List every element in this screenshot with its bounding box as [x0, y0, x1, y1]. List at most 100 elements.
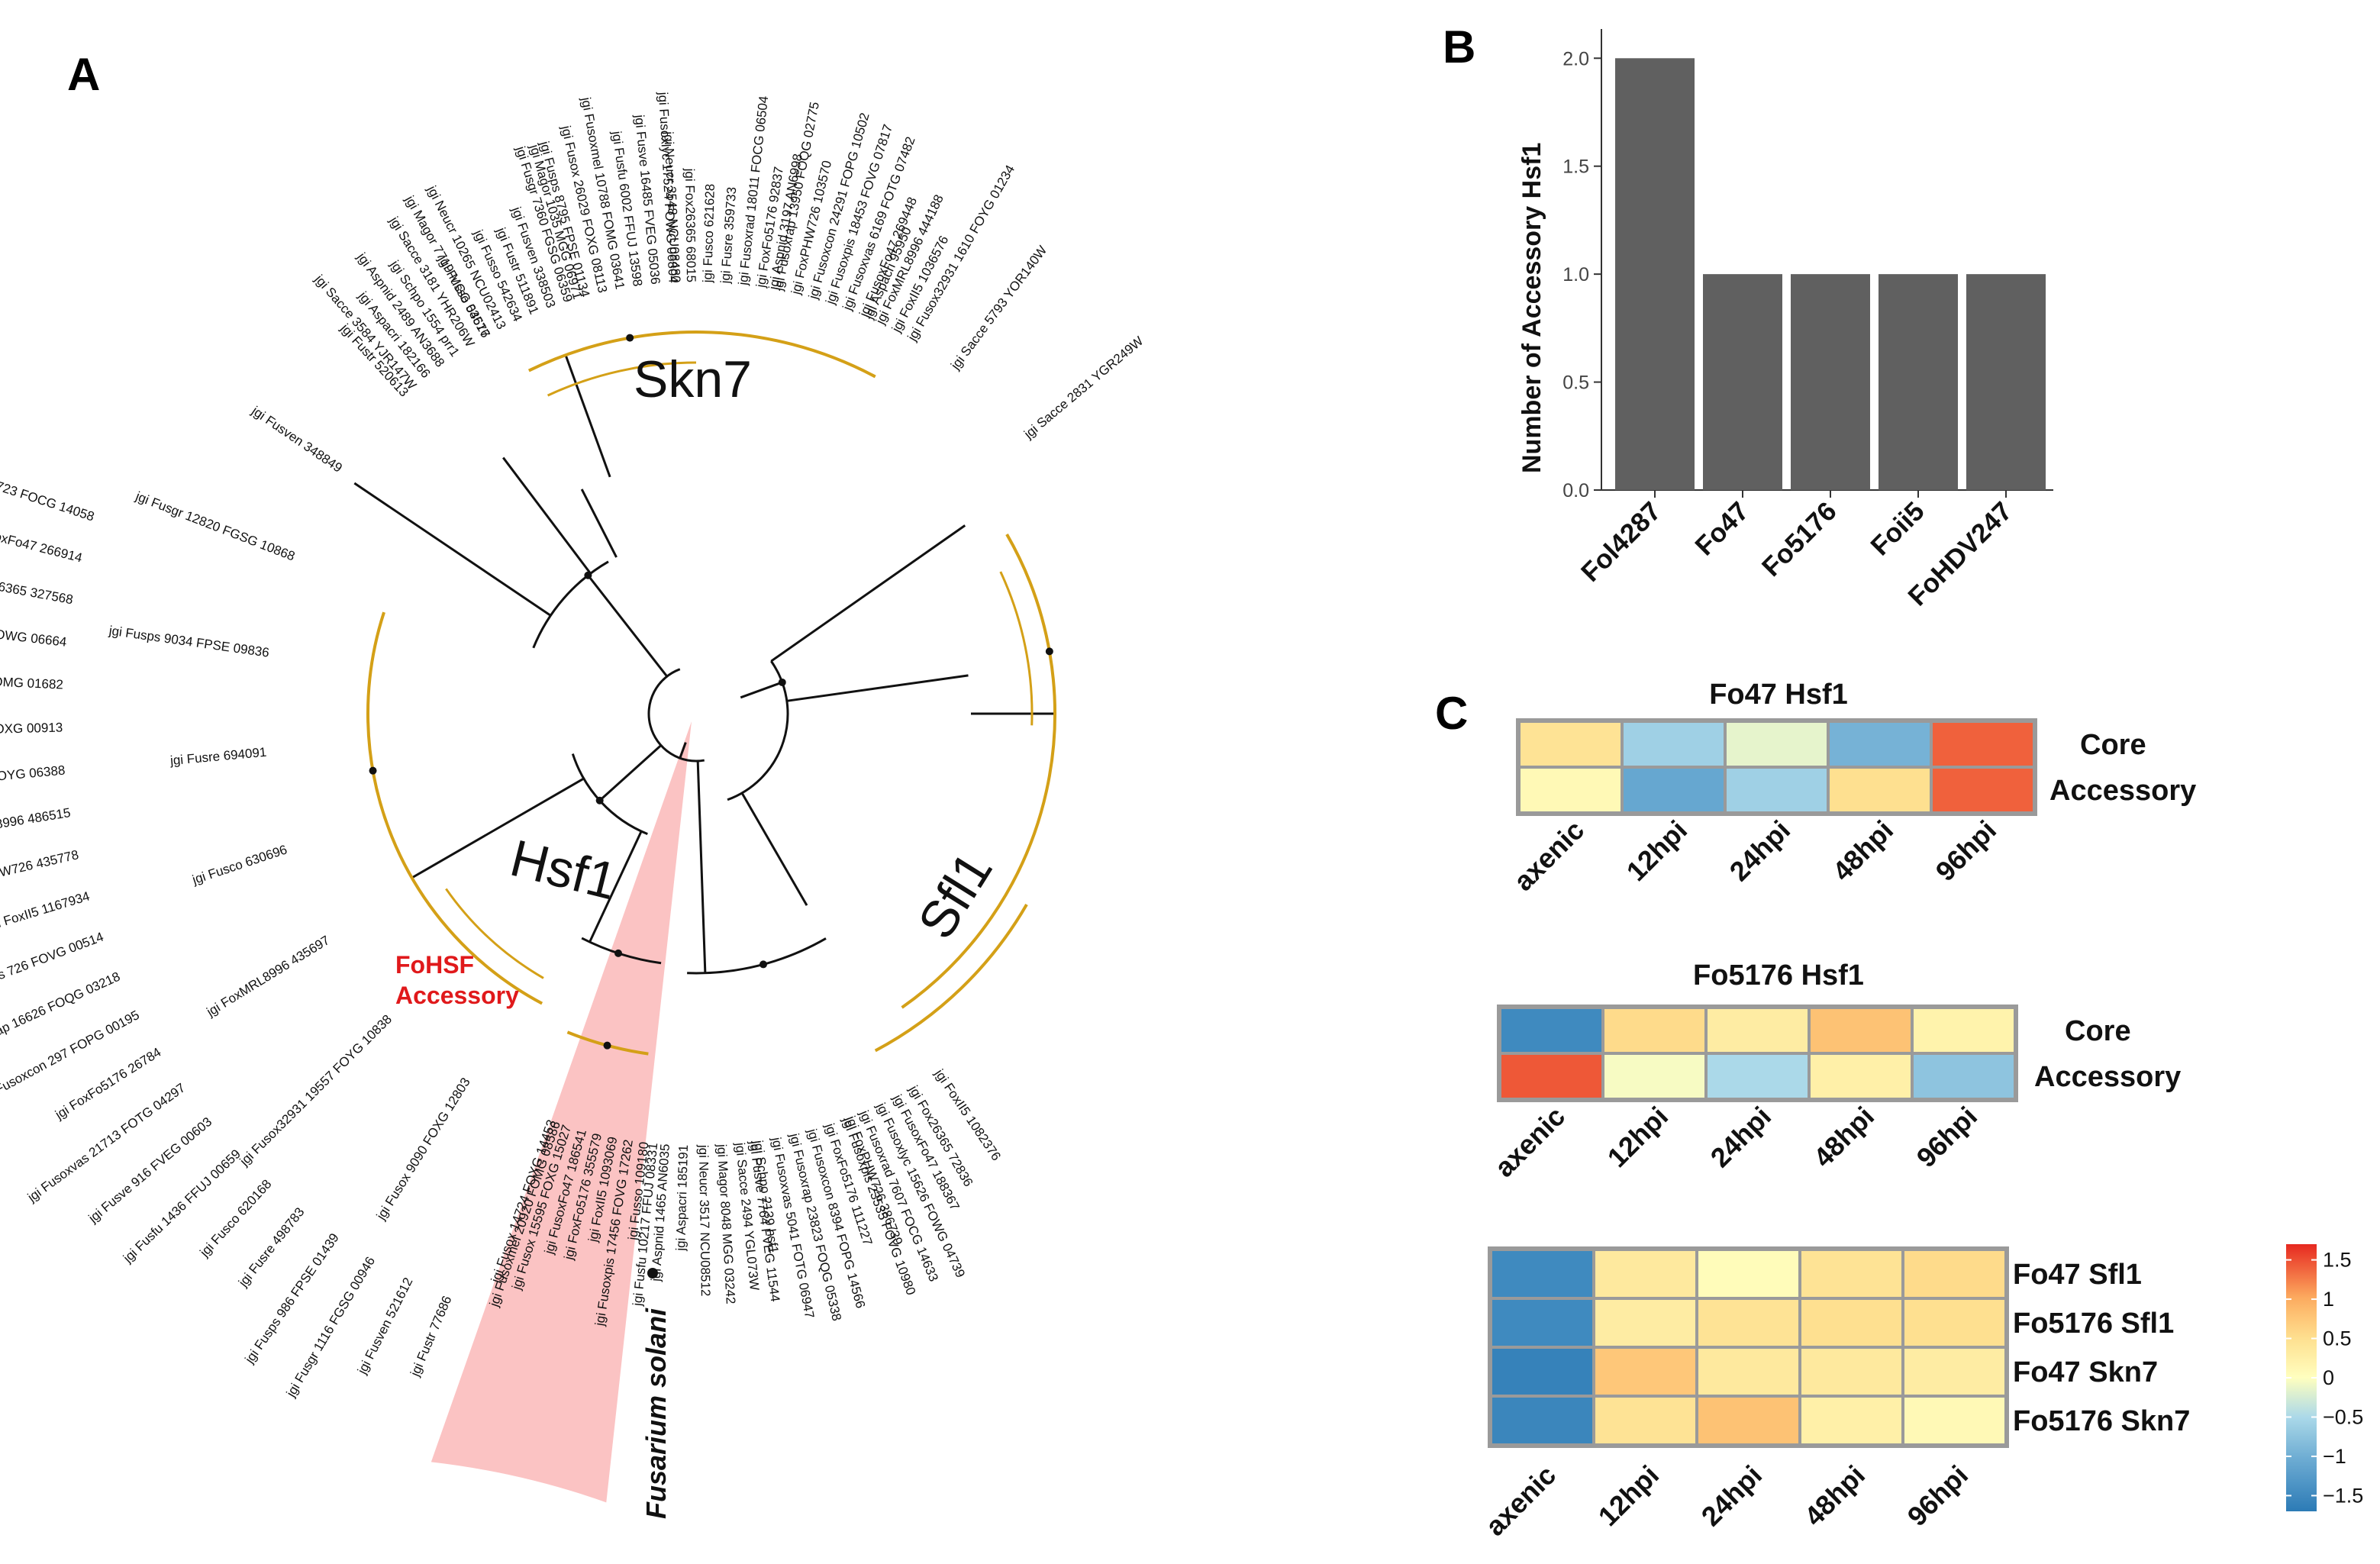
fusarium-solani-marker: [647, 1268, 658, 1279]
heatmap-column-label: 24hpi: [1695, 1459, 1768, 1532]
bar-Fo47: [1703, 274, 1782, 490]
heatmap-cell: [1708, 1009, 1808, 1052]
tree-leaf-label: jgi Sacce 2831 YGR249W: [1021, 334, 1146, 442]
heatmap-column-label: 24hpi: [1704, 1101, 1777, 1173]
hsf1-outgroup-branch: [696, 760, 707, 973]
heatmap-cell: [1727, 769, 1827, 811]
heatmap-cell: [1624, 769, 1724, 811]
heatmap-cell: [1904, 1398, 2004, 1443]
heatmap-column-label: 96hpi: [1930, 814, 2002, 887]
hsf1-gold-arc: [366, 611, 543, 1005]
hsf1-branch: [589, 830, 643, 943]
heatmap-cell: [1801, 1300, 1901, 1346]
tree-leaf-label: jgi Fusven 348849: [249, 403, 345, 476]
heatmap-cell: [1811, 1009, 1911, 1052]
skn7-gold-arc: [527, 331, 876, 379]
skn7-node-arc: [532, 560, 609, 649]
sfl1-branch: [740, 792, 808, 906]
tree-leaf-label: jgi FoxII5 1167934: [0, 888, 92, 933]
heatmap-column-label: axenic: [1488, 1101, 1571, 1183]
hsf1-gold-arc-inner: [445, 888, 544, 979]
colorbar-tick-label: −0.5: [2323, 1405, 2363, 1428]
heatmap-column-label: 48hpi: [1798, 1459, 1871, 1532]
hsf1-branch: [411, 777, 585, 879]
heatmap-cell: [1933, 769, 2033, 811]
bar-category-label: Foii5: [1865, 496, 1930, 561]
bar-Fol4287: [1615, 58, 1695, 491]
heatmap-cell: [1708, 1055, 1808, 1098]
tree-leaf-label: jgi FusoxFo47 266914: [0, 520, 84, 566]
tree-leaf-label: jgi Fusoxrad 6723 FOCG 14058: [0, 453, 96, 524]
tree-node-dot: [626, 334, 634, 342]
tree-leaf-label: jgi Fusox 1781 FOXG 00913: [0, 721, 63, 739]
tree-node-dot: [595, 796, 604, 805]
skn7-branch: [564, 354, 611, 478]
tree-leaf-label: jgi Fox26365 68015: [682, 168, 698, 283]
bar-marks: [1615, 58, 2046, 491]
sfl1-gold-arc: [901, 534, 1056, 1009]
heatmap-cell: [1595, 1251, 1695, 1297]
heatmap-title: Fo47 Hsf1: [1709, 679, 1848, 711]
heatmap-cell: [1501, 1009, 1601, 1052]
hsf1-stem: [598, 744, 662, 801]
tree-leaf-label: jgi FoxMRL8996 486515: [0, 805, 72, 842]
heatmap-cell: [1904, 1349, 2004, 1395]
sfl1-branch: [770, 524, 966, 663]
heatmap-cell: [1904, 1251, 2004, 1297]
heatmap-cell: [1811, 1055, 1911, 1098]
colorbar-tick-label: 1: [2323, 1288, 2334, 1311]
heatmap-cell: [1904, 1300, 2004, 1346]
heatmap-cell: [1801, 1398, 1901, 1443]
bar-y-tick-label: 1.0: [1562, 264, 1589, 285]
tree-node-dot: [759, 960, 767, 969]
tree-leaf-label: jgi Fusven 521612: [354, 1275, 415, 1377]
fusarium-solani-wedge: [431, 721, 692, 1503]
bar-y-tick-label: 2.0: [1562, 48, 1589, 69]
bar-y-tick-label: 0.5: [1562, 372, 1589, 394]
heatmap-cell: [1933, 723, 2033, 766]
tree-leaf-label: jgi Fusre 694091: [169, 745, 267, 768]
tree-leaf-label: jgi Aspacri 185191: [673, 1144, 691, 1251]
tree-leaf-label: jgi Fusco 630696: [190, 842, 289, 887]
bar-y-tick-label: 1.5: [1562, 156, 1589, 178]
heatmap-row-label: Accessory: [2034, 1061, 2181, 1093]
heatmap-cell: [1727, 723, 1827, 766]
tree-node-dot: [603, 1041, 611, 1050]
colorbar-tick-label: 0: [2323, 1366, 2334, 1389]
heatmap-column-label: 48hpi: [1808, 1101, 1880, 1173]
heatmap-cell: [1914, 1009, 2014, 1052]
accessory-hsf1-bar-chart: Number of Accessory Hsf1 0.00.51.01.52.0…: [1517, 29, 2053, 611]
tree-leaf-label: jgi Fusps 9034 FPSE 09836: [108, 623, 270, 659]
tree-leaf-label: jgi FoxPHW726 435778: [0, 847, 80, 892]
heatmap-cell: [1698, 1251, 1798, 1297]
hsf1-node-arc: [571, 753, 648, 836]
tree-leaf-label: jgi Fusox 9090 FOXG 12803: [373, 1075, 473, 1224]
panel-label-c: C: [1435, 688, 1468, 739]
colorbar-tick-label: −1: [2323, 1445, 2346, 1468]
tree-leaf-label: jgi Fusfu 1436 FFUJ 00659: [120, 1146, 243, 1266]
heatmap-cell: [1595, 1398, 1695, 1443]
fohsf-label-line2: Accessory: [395, 982, 519, 1009]
tree-node-dot: [778, 678, 786, 686]
heatmap-column-label: 96hpi: [1911, 1101, 1983, 1173]
tree-node-dot: [369, 766, 377, 775]
heatmap-title: Fo5176 Hsf1: [1693, 959, 1864, 992]
sfl1-gold-arc-lower: [874, 903, 1028, 1053]
fohsf-label-line1: FoHSF: [395, 951, 474, 979]
heatmap-colorbar: 1.510.50−0.5−1−1.5: [2286, 1244, 2363, 1511]
skn7-gold-arc-inner: [547, 361, 697, 397]
sfl1-stem: [740, 681, 783, 699]
heatmap-cell: [1801, 1349, 1901, 1395]
heatmap-column-label: 96hpi: [1901, 1459, 1974, 1532]
bar-category-label: Fo47: [1689, 496, 1754, 561]
heatmap-column-label: axenic: [1479, 1459, 1562, 1542]
heatmap-cell: [1604, 1055, 1704, 1098]
heatmap-row-label: Fo5176 Skn7: [2013, 1405, 2190, 1437]
heatmap-cell: [1595, 1300, 1695, 1346]
hsf1-outgroup-arc: [687, 937, 827, 975]
heatmap-cell: [1521, 723, 1621, 766]
